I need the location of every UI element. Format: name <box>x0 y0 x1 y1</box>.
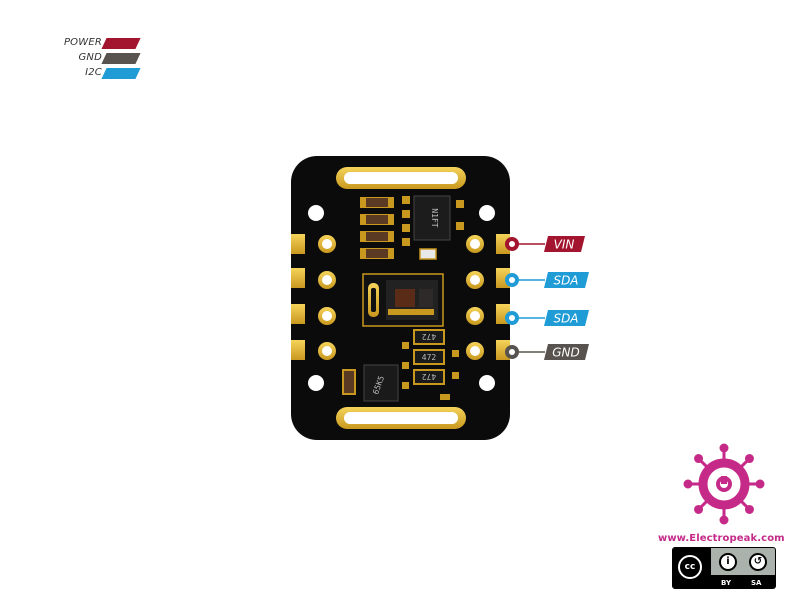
sensor-bottom-strip <box>388 309 434 315</box>
logo-spoke-dot <box>745 454 754 463</box>
led <box>420 249 436 259</box>
brand-url[interactable]: www.Electropeak.com <box>658 533 798 544</box>
top-slot-hole <box>344 172 458 184</box>
logo-spoke-dot <box>720 516 729 525</box>
cc-license-badge[interactable]: cc i ↺ BY SA <box>672 547 776 589</box>
by-icon: i <box>719 553 737 571</box>
resistor-1-label: 472 <box>422 332 437 341</box>
mount-hole <box>479 205 495 221</box>
sa-icon: ↺ <box>749 553 767 571</box>
pin-sda-2: SDA <box>505 310 589 326</box>
by-label: BY <box>721 579 731 587</box>
resistor-2-label: 472 <box>422 353 437 362</box>
cc-badge-left: cc <box>673 548 711 588</box>
pin-label: GND <box>552 346 580 360</box>
logo-spoke-dot <box>756 480 765 489</box>
logo-spoke-dot <box>720 444 729 453</box>
cc-icon: cc <box>678 555 702 579</box>
pin-sda-1: SDA <box>505 272 589 288</box>
sa-label: SA <box>751 579 761 587</box>
mount-hole <box>308 205 324 221</box>
pin-label: SDA <box>553 312 578 326</box>
sensor-left-pad-inner <box>371 288 376 312</box>
logo-spoke-dot <box>684 480 693 489</box>
capacitor <box>343 370 355 394</box>
pin-gnd: GND <box>505 344 589 360</box>
pin-vin: VIN <box>505 236 585 252</box>
regulator-label: N1FT <box>430 208 439 227</box>
bottom-slot-hole <box>344 412 458 424</box>
resistor-3-label: 472 <box>422 372 437 381</box>
sensor-led-window <box>395 289 415 307</box>
logo-spoke-dot <box>745 505 754 514</box>
pin-label: VIN <box>554 238 575 252</box>
electropeak-logo <box>684 444 765 525</box>
mount-hole <box>308 375 324 391</box>
mount-hole <box>479 375 495 391</box>
pin-label: SDA <box>553 274 578 288</box>
logo-spoke-dot <box>694 505 703 514</box>
logo-spoke-dot <box>694 454 703 463</box>
sensor-detector <box>419 289 433 307</box>
